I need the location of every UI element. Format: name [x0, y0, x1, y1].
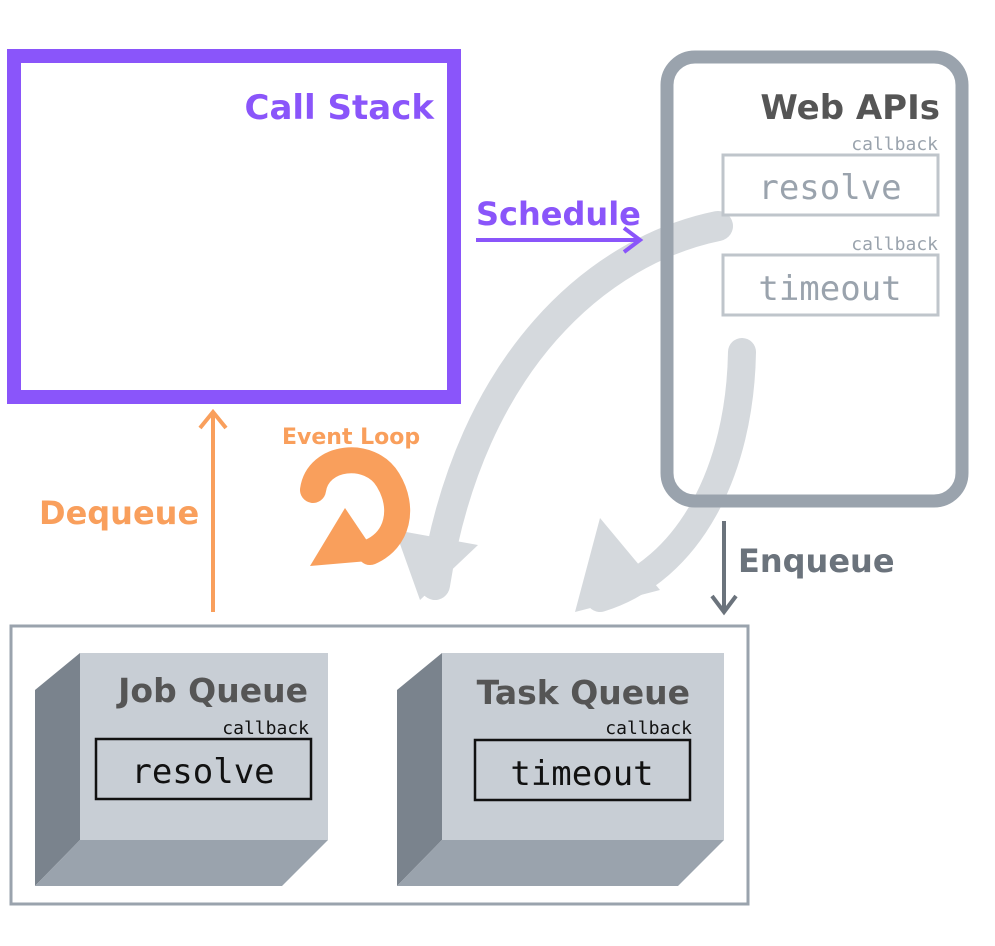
task-queue-title: Task Queue	[477, 673, 690, 712]
web-apis-slot-box	[721, 253, 940, 317]
event-loop-label: Event Loop	[282, 425, 420, 450]
schedule-label: Schedule	[476, 195, 641, 233]
schedule-arrow	[476, 226, 644, 254]
job-queue-title: Job Queue	[116, 671, 308, 710]
job-queue-slot-value: resolve	[131, 752, 274, 792]
event-loop-icon	[300, 447, 411, 566]
web-apis-slot-value: resolve	[758, 168, 901, 208]
task-queue-slot-box	[473, 738, 692, 802]
task-queue-box	[397, 653, 724, 886]
curved-arrow-to-task-queue	[575, 338, 756, 612]
enqueue-label: Enqueue	[738, 542, 895, 580]
web-apis-slot-label: callback	[851, 234, 938, 255]
web-apis-slot-label: callback	[851, 134, 938, 155]
job-queue-slot-label: callback	[222, 718, 309, 739]
web-apis-slot-box	[721, 153, 940, 217]
web-apis-box	[660, 50, 969, 508]
web-apis-slot-value: timeout	[758, 269, 901, 309]
dequeue-label: Dequeue	[39, 494, 199, 532]
job-queue-box	[35, 653, 328, 886]
task-queue-slot-label: callback	[605, 718, 692, 739]
enqueue-arrow	[710, 521, 738, 616]
queues-container	[9, 624, 750, 906]
dequeue-arrow	[198, 408, 228, 612]
task-queue-slot-value: timeout	[510, 754, 653, 794]
call-stack-box	[7, 49, 461, 404]
job-queue-slot-box	[94, 737, 313, 801]
call-stack-title: Call Stack	[245, 88, 436, 128]
web-apis-title: Web APIs	[760, 88, 940, 128]
